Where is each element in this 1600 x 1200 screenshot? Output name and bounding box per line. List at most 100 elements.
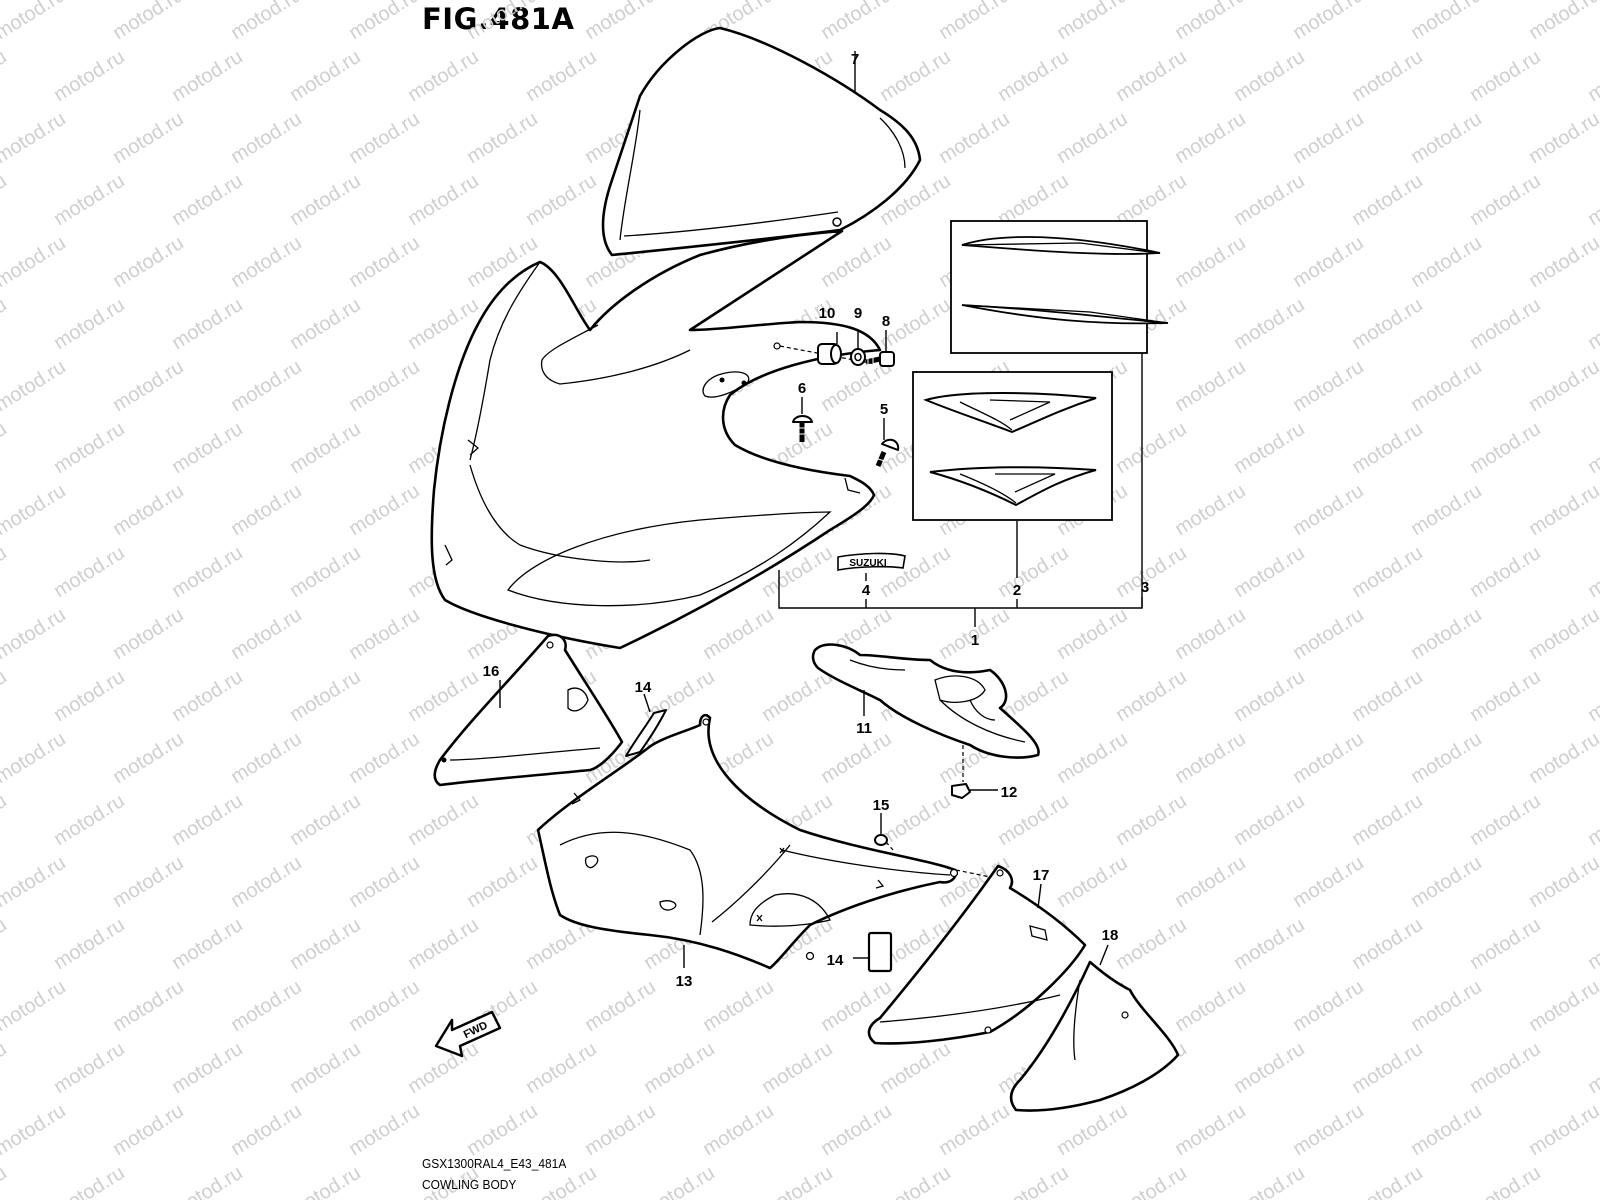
watermark-text: motod.ru <box>1407 1100 1486 1160</box>
watermark-text: motod.ru <box>1584 914 1600 974</box>
watermark-text: motod.ru <box>345 852 424 912</box>
watermark-text: motod.ru <box>699 976 778 1036</box>
watermark-text: motod.ru <box>0 0 70 44</box>
watermark-text: motod.ru <box>109 1100 188 1160</box>
watermark-text: motod.ru <box>1584 542 1600 602</box>
watermark-text: motod.ru <box>1289 232 1368 292</box>
callout-labels: 7 10 9 8 6 5 4 2 3 1 16 14 11 12 15 17 1… <box>483 51 1150 990</box>
callout-4: 4 <box>862 582 871 599</box>
watermark-text: motod.ru <box>50 46 129 106</box>
watermark-text: motod.ru <box>50 790 129 850</box>
watermark-text: motod.ru <box>109 976 188 1036</box>
watermark-text: motod.ru <box>0 46 11 106</box>
watermark-text: motod.ru <box>1230 666 1309 726</box>
watermark-text: motod.ru <box>345 0 424 44</box>
watermark-text: motod.ru <box>109 852 188 912</box>
watermark-text: motod.ru <box>1348 542 1427 602</box>
watermark-text: motod.ru <box>0 728 70 788</box>
watermark-text: motod.ru <box>227 976 306 1036</box>
bushing-10 <box>817 343 842 365</box>
watermark-text: motod.ru <box>1171 480 1250 540</box>
watermark-text: motod.ru <box>227 1100 306 1160</box>
watermark-text: motod.ru <box>404 790 483 850</box>
watermark-text: motod.ru <box>1171 852 1250 912</box>
watermark-text: motod.ru <box>758 1038 837 1098</box>
watermark-text: motod.ru <box>1466 170 1545 230</box>
watermark-text: motod.ru <box>1053 728 1132 788</box>
watermark-text: motod.ru <box>286 914 365 974</box>
watermark-text: motod.ru <box>0 418 11 478</box>
pad-14-lower <box>853 931 893 973</box>
watermark-text: motod.ru <box>1289 480 1368 540</box>
watermark-text: motod.ru <box>0 1038 11 1098</box>
watermark-text: motod.ru <box>227 852 306 912</box>
watermark-text: motod.ru <box>935 1100 1014 1160</box>
watermark-text: motod.ru <box>1230 46 1309 106</box>
watermark-text: motod.ru <box>1466 542 1545 602</box>
watermark-text: motod.ru <box>109 728 188 788</box>
figure-name: COWLING BODY <box>422 1177 517 1192</box>
watermark-text: motod.ru <box>1230 542 1309 602</box>
watermark-text: motod.ru <box>1230 914 1309 974</box>
callout-12: 12 <box>1001 784 1018 801</box>
watermark-text: motod.ru <box>345 108 424 168</box>
watermark-text: motod.ru <box>1584 294 1600 354</box>
watermark-text: motod.ru <box>463 1100 542 1160</box>
watermark-text: motod.ru <box>168 666 247 726</box>
watermark-text: motod.ru <box>0 1100 70 1160</box>
watermark-text: motod.ru <box>876 46 955 106</box>
watermark-text: motod.ru <box>1407 480 1486 540</box>
watermark-text: motod.ru <box>1230 294 1309 354</box>
bracket-11 <box>811 643 1040 782</box>
watermark-text: motod.ru <box>286 542 365 602</box>
watermark-text: motod.ru <box>1112 790 1191 850</box>
watermark-text: motod.ru <box>1348 170 1427 230</box>
watermark-text: motod.ru <box>1348 1038 1427 1098</box>
watermark-text: motod.ru <box>1289 976 1368 1036</box>
watermark-text: motod.ru <box>463 108 542 168</box>
screw-15 <box>874 813 894 851</box>
watermark-text: motod.ru <box>640 1038 719 1098</box>
watermark-text: motod.ru <box>0 604 70 664</box>
watermark-text: motod.ru <box>286 666 365 726</box>
watermark-text: motod.ru <box>1171 356 1250 416</box>
callout-10: 10 <box>819 305 836 322</box>
watermark-text: motod.ru <box>1348 1162 1427 1200</box>
watermark-text: motod.ru <box>1407 728 1486 788</box>
watermark-text: motod.ru <box>1171 0 1250 44</box>
figure-code: GSX1300RAL4_E43_481A <box>422 1156 567 1171</box>
watermark-text: motod.ru <box>227 728 306 788</box>
watermark-text: motod.ru <box>0 790 11 850</box>
watermark-text: motod.ru <box>935 0 1014 44</box>
watermark-text: motod.ru <box>1348 790 1427 850</box>
clip-12 <box>951 783 998 799</box>
watermark-text: motod.ru <box>522 1038 601 1098</box>
watermark-text: motod.ru <box>1289 356 1368 416</box>
watermark-text: motod.ru <box>0 294 11 354</box>
watermark-text: motod.ru <box>1053 604 1132 664</box>
watermark-text: motod.ru <box>1171 1100 1250 1160</box>
watermark-text: motod.ru <box>1525 976 1600 1036</box>
watermark-text: motod.ru <box>1466 418 1545 478</box>
watermark-text: motod.ru <box>1112 1162 1191 1200</box>
callout-9: 9 <box>854 305 862 322</box>
watermark-text: motod.ru <box>227 232 306 292</box>
watermark-text: motod.ru <box>699 1100 778 1160</box>
watermark-text: motod.ru <box>0 542 11 602</box>
callout-8: 8 <box>882 313 890 330</box>
watermark-text: motod.ru <box>0 666 11 726</box>
watermark-text: motod.ru <box>994 46 1073 106</box>
watermark-text: motod.ru <box>0 108 70 168</box>
watermark-text: motod.ru <box>1525 232 1600 292</box>
watermark-text: motod.ru <box>168 418 247 478</box>
watermark-text: motod.ru <box>1348 46 1427 106</box>
watermark-text: motod.ru <box>1171 604 1250 664</box>
callout-3: 3 <box>1141 579 1149 596</box>
callout-5: 5 <box>880 401 888 418</box>
watermark-text: motod.ru <box>50 170 129 230</box>
watermark-text: motod.ru <box>1407 604 1486 664</box>
screw-5 <box>875 438 900 467</box>
windscreen <box>601 26 922 257</box>
watermark-text: motod.ru <box>168 790 247 850</box>
screw-6 <box>792 415 813 442</box>
